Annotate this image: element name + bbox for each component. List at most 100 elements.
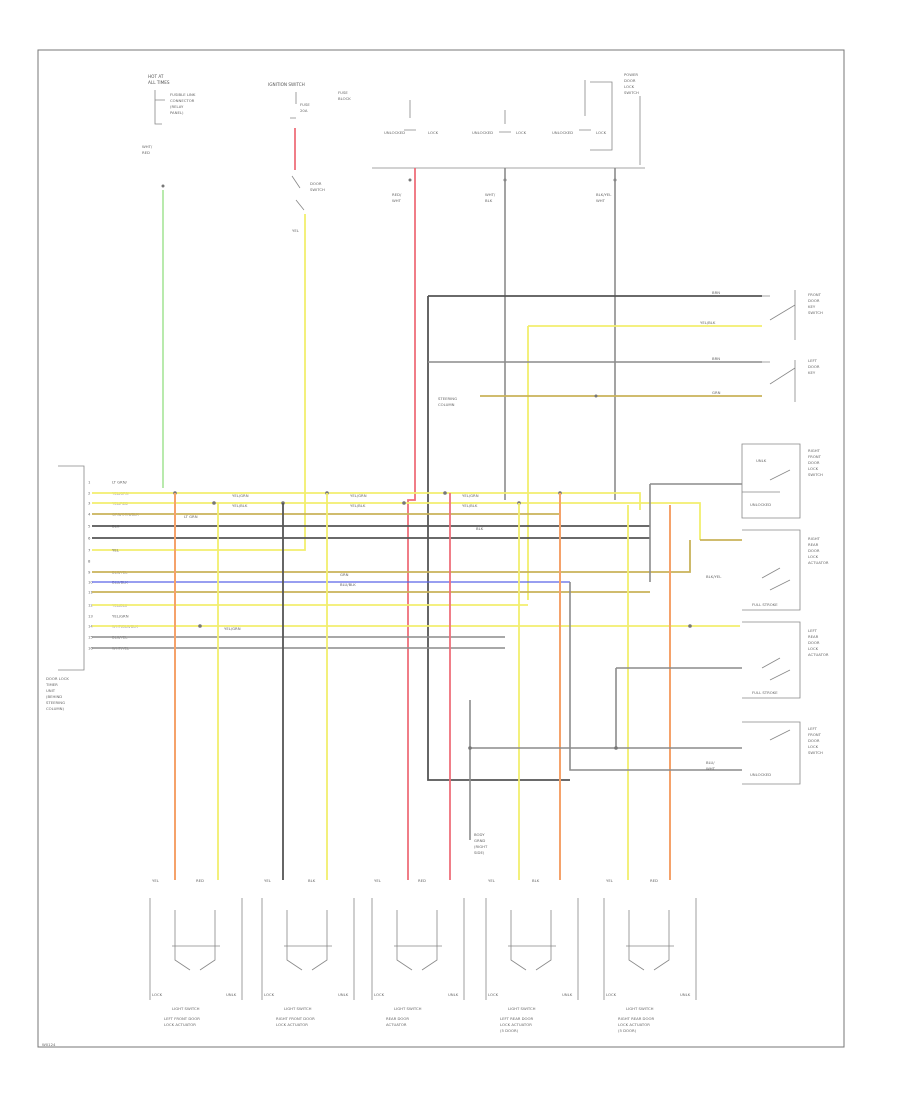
rr-lock-3: DOOR [808, 548, 820, 553]
left-rear-door-lock-actuator: LEFT REAR DOOR LOCK ACTUATOR FULL STROKE [742, 621, 829, 699]
door-lock-timer-unit: DOOR LOCK TIMER UNIT (BEHIND STEERING CO… [45, 465, 85, 711]
bus-olive-2 [92, 540, 691, 573]
bus-label: YEL/GRN [224, 626, 241, 631]
switch-unlk-label: UNLK [562, 992, 573, 997]
unlock-lock-2b: LOCK [516, 130, 527, 135]
wire-yellow-ign [92, 214, 306, 551]
switch-lock-label: LOCK [264, 992, 275, 997]
fuse-num-2: 20A [300, 108, 308, 113]
ignition-label: IGNITION SWITCH [268, 82, 305, 87]
module-pin-number: 9 [88, 570, 91, 575]
module-name-6: COLUMN) [46, 706, 64, 711]
unlock-3: KEY [808, 370, 816, 375]
ground-note-1: STEERING [438, 396, 457, 401]
lr-lock-3: DOOR [808, 640, 820, 645]
wire-right-1-down [427, 296, 570, 781]
switch-unlk-label: UNLK [448, 992, 459, 997]
module-name-5: STEERING [46, 700, 65, 705]
unlock-lock-1b: LOCK [428, 130, 439, 135]
fuse-hot-left-label-1: HOT AT [148, 74, 164, 79]
lf-blu-2: WHT [706, 766, 716, 771]
switch-contacts [626, 910, 674, 971]
rr-lock-1: RIGHT [808, 536, 821, 541]
rf-lock-1: RIGHT [808, 448, 821, 453]
module-pin-number: 8 [88, 559, 91, 564]
ground-note-2: COLUMN [438, 402, 455, 407]
lr-lock-1: LEFT [808, 628, 818, 633]
switch-contacts [284, 910, 332, 971]
door-switch-1: DOOR [310, 181, 322, 186]
module-pin-number: 6 [88, 536, 91, 541]
switch-wire-label: RED [196, 878, 204, 883]
lr-lock-2: REAR [808, 634, 819, 639]
fuse-hot-left: HOT AT ALL TIMES FUSIBLE LINK CONNECTOR … [142, 74, 196, 188]
module-name-1: DOOR LOCK [46, 676, 69, 681]
switch-frame [261, 898, 355, 1000]
ignition-switch: IGNITION SWITCH FUSE BLOCK FUSE 20A DOOR… [268, 82, 351, 233]
switch-lock-label: LOCK [606, 992, 617, 997]
door-switch-2: SWITCH [310, 187, 325, 192]
unlock-lock-2a: UNLOCKED [472, 130, 493, 135]
diagram-frame [37, 49, 845, 1048]
unlock-lock-3b: LOCK [596, 130, 607, 135]
switch-name-label: LOCK ACTUATOR [164, 1022, 196, 1027]
module-pin-label: YEL/GRN [112, 614, 129, 619]
switch-wire-label: YEL [606, 878, 614, 883]
switch-contacts [508, 910, 556, 971]
front-door-key-3: KEY [808, 304, 816, 309]
lf-lock-1: LEFT [808, 726, 818, 731]
ground-3: (RIGHT [474, 844, 488, 849]
bus-label: YEL/BLK [350, 503, 366, 508]
rr-lock-5: ACTUATOR [808, 560, 829, 565]
bus-label: YEL/GRN [462, 493, 479, 498]
fuse-hot-left-label-2: ALL TIMES [148, 80, 170, 85]
unlock-2: DOOR [808, 364, 820, 369]
lf-lock-3: DOOR [808, 738, 820, 743]
switch-wire-label: YEL [264, 878, 272, 883]
bus-label: YEL/GRN [232, 493, 249, 498]
lf-blu-1: BLU/ [706, 760, 715, 765]
grn-wire: GRN [712, 390, 721, 395]
switch-lock-label: LOCK [152, 992, 163, 997]
switch-name-label: LOCK ACTUATOR [618, 1022, 650, 1027]
front-door-key-1: FRONT [808, 292, 822, 297]
module-pin-label: LT GRN/ [112, 480, 128, 485]
fuse-hot-left-sub-1: FUSIBLE LINK [170, 92, 196, 97]
power-door-1: POWER [624, 72, 638, 77]
rf-lock-5: SWITCH [808, 472, 823, 477]
switch-name-label: LEFT FRONT DOOR [164, 1016, 200, 1021]
wire-bottom-gray-5 [569, 582, 742, 771]
rr-lock-2: REAR [808, 542, 819, 547]
switch-unlk-label: UNLK [680, 992, 691, 997]
ground-body: BODY GRND (RIGHT SIDE) [474, 832, 488, 855]
module-name-4: (BEHIND [46, 694, 62, 699]
lf-unlocked: UNLOCKED [750, 772, 771, 777]
module-pin-number: 15 [88, 635, 93, 640]
switch-wire-label: YEL [152, 878, 160, 883]
ground-2: GRND [474, 838, 485, 843]
module-pin-label: YEL [112, 548, 120, 553]
bus-labels: YEL/GRN YEL/GRN YEL/GRN YEL/BLK YEL/BLK … [184, 493, 484, 631]
wire-red-wht-2: WHT [392, 198, 402, 203]
bus-label: GRN [340, 572, 349, 577]
module-pin-number: 14 [88, 624, 93, 629]
switch-name-label: (5 DOOR) [500, 1028, 519, 1033]
wire-wht-blk-1: WHT/ [485, 192, 496, 197]
rf-unlocked: UNLOCKED [750, 502, 771, 507]
lr-full-stroke: FULL STROKE [752, 690, 778, 695]
key-wire: BRN [712, 290, 720, 295]
wire-wht-blk-2: BLK [485, 198, 493, 203]
lf-lock-5: SWITCH [808, 750, 823, 755]
switch-top-label: LIGHT SWITCH [172, 1006, 200, 1011]
power-door-4: SWITCH [624, 90, 639, 95]
fuse-right-2: BLOCK [338, 96, 351, 101]
rr-lock-4: LOCK [808, 554, 819, 559]
fuse-num-1: FUSE [300, 102, 310, 107]
module-pin-number: 11 [88, 590, 93, 595]
module-pin-number: 16 [88, 646, 93, 651]
switch-name-label: REAR DOOR [386, 1016, 409, 1021]
switch-top-label: LIGHT SWITCH [394, 1006, 422, 1011]
switch-wire-label: BLK [532, 878, 540, 883]
switch-name-label: ACTUATOR [386, 1022, 407, 1027]
